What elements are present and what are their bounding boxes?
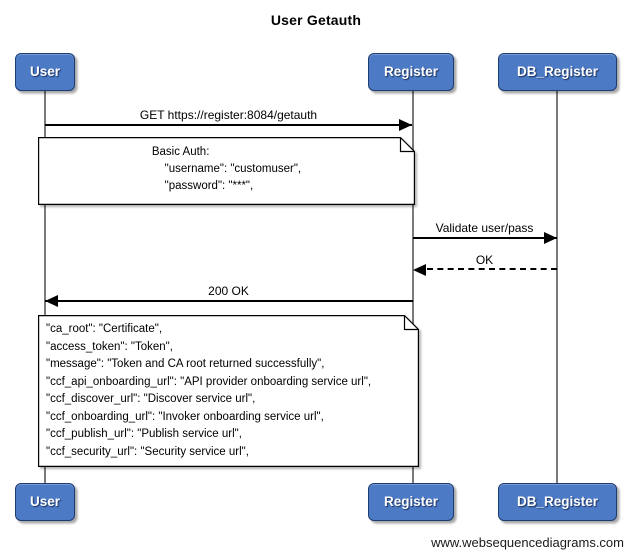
note-fold-icon: [403, 315, 419, 331]
lifeline-db-register: [556, 91, 558, 483]
note-token-response-text: "ca_root": "Certificate", "access_token"…: [38, 315, 419, 461]
message-line-ok-dashed: [427, 268, 557, 270]
note-line: "password": "***",: [151, 180, 254, 192]
arrowhead-right-icon: [399, 119, 412, 131]
message-label-get: GET https://register:8084/getauth: [139, 108, 318, 122]
note-line: "ccf_discover_url": "Discover service ur…: [46, 393, 256, 405]
message-label-ok: OK: [475, 253, 494, 267]
note-line: "ca_root": "Certificate",: [46, 323, 163, 335]
watermark-credit: www.websequencediagrams.com: [431, 535, 624, 550]
actor-box-register-bottom: Register: [368, 483, 454, 521]
actor-box-register-top: Register: [368, 53, 454, 91]
note-outline: [38, 315, 419, 467]
actor-box-user-bottom: User: [15, 483, 75, 521]
actor-box-db-register-top: DB_Register: [498, 53, 617, 91]
note-line: "ccf_onboarding_url": "Invoker onboardin…: [46, 410, 324, 423]
note-line: "username": "customuser",: [151, 163, 302, 175]
note-token-response: "ca_root": "Certificate", "access_token"…: [38, 315, 419, 467]
note-fold-icon: [399, 137, 415, 153]
arrowhead-left-icon: [413, 264, 426, 276]
note-line: "ccf_security_url": "Security service ur…: [46, 445, 249, 458]
lifeline-register: [412, 91, 414, 483]
lifeline-user: [44, 91, 46, 483]
note-line: "access_token": "Token",: [46, 340, 173, 353]
note-line: "ccf_api_onboarding_url": "API provider …: [46, 375, 372, 388]
actor-box-db-register-bottom: DB_Register: [498, 483, 617, 521]
message-line-get: [45, 124, 412, 126]
note-line: Basic Auth:: [151, 146, 210, 158]
message-label-200ok: 200 OK: [208, 284, 249, 298]
note-line: "ccf_publish_url": "Publish service url"…: [46, 428, 242, 440]
diagram-title: User Getauth: [270, 12, 362, 28]
message-label-validate: Validate user/pass: [435, 221, 534, 235]
actor-box-user-top: User: [15, 53, 75, 91]
note-outline: [38, 137, 415, 205]
note-line: "message": "Token and CA root returned s…: [46, 358, 325, 370]
arrowhead-right-icon: [544, 232, 557, 244]
note-basic-auth: Basic Auth: "username": "customuser", "p…: [38, 137, 415, 205]
note-basic-auth-text: Basic Auth: "username": "customuser", "p…: [38, 137, 415, 195]
message-line-validate: [413, 237, 557, 239]
message-line-200ok: [45, 300, 413, 302]
arrowhead-left-icon: [45, 295, 58, 307]
